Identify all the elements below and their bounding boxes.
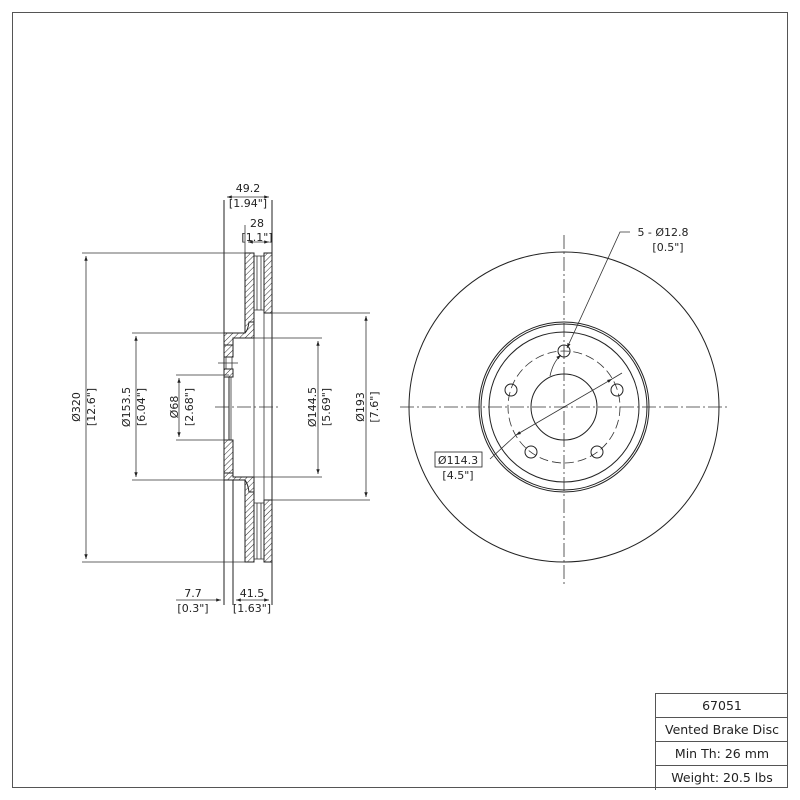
outer-diameter-mm: Ø320 — [70, 392, 83, 422]
bolt-circle-mm: Ø114.3 — [438, 454, 478, 467]
rotor-thickness-in: [1.1"] — [241, 231, 272, 244]
bolt-circle-in: [4.5"] — [442, 469, 473, 482]
bolt-holes-mm: 5 - Ø12.8 — [637, 226, 688, 239]
hat-height-mm: 41.5 — [240, 587, 265, 600]
flange-mid — [223, 368, 234, 378]
min-thickness: Min Th: 26 mm — [656, 742, 788, 766]
bolt-hole — [524, 445, 538, 459]
part-number: 67051 — [656, 694, 788, 718]
outer-diameter-in: [12.6"] — [85, 388, 98, 426]
hat-outer-diameter-mm: Ø153.5 — [120, 387, 133, 427]
hat-shoulder-top — [223, 321, 255, 346]
bolt-holes-in: [0.5"] — [652, 241, 683, 254]
inner-friction-diameter-mm: Ø193 — [354, 392, 367, 422]
part-description: Vented Brake Disc — [656, 718, 788, 742]
overall-width-mm: 49.2 — [236, 182, 261, 195]
left-friction-ring-top — [244, 252, 255, 334]
bolt-hole — [590, 445, 604, 459]
hat-shoulder-bottom — [223, 472, 255, 493]
center-bore-in: [2.68"] — [183, 388, 196, 426]
right-friction-ring-top — [263, 252, 273, 314]
flange-lower — [223, 439, 234, 474]
hat-inner-diameter-in: [5.69"] — [320, 388, 333, 426]
right-friction-ring-bottom — [263, 499, 273, 563]
weight: Weight: 20.5 lbs — [671, 770, 773, 785]
rotor-thickness-mm: 28 — [250, 217, 264, 230]
bolt-circle-label-box — [434, 451, 483, 468]
drawing-frame — [12, 12, 788, 788]
hat-outer-diameter-in: [6.04"] — [135, 388, 148, 426]
hat-inner-diameter-mm: Ø144.5 — [306, 387, 319, 427]
flange-offset-mm: 7.7 — [184, 587, 202, 600]
bolt-hole — [504, 383, 518, 397]
section-view: 49.2 [1.94"] 28 [1.1"] 7.7 [0.3"] 41.5 [… — [70, 182, 381, 615]
overall-width-in: [1.94"] — [229, 197, 267, 210]
title-block: 67051 Vented Brake Disc Min Th: 26 mm We… — [655, 693, 788, 790]
hat-height-in: [1.63"] — [233, 602, 271, 615]
center-bore-mm: Ø68 — [168, 396, 181, 419]
flange-upper — [223, 344, 234, 358]
inner-friction-diameter-in: [7.6"] — [368, 391, 381, 422]
flange-offset-in: [0.3"] — [177, 602, 208, 615]
front-view: 5 - Ø12.8 [0.5"] Ø114.3 [4.5"] — [400, 226, 730, 585]
